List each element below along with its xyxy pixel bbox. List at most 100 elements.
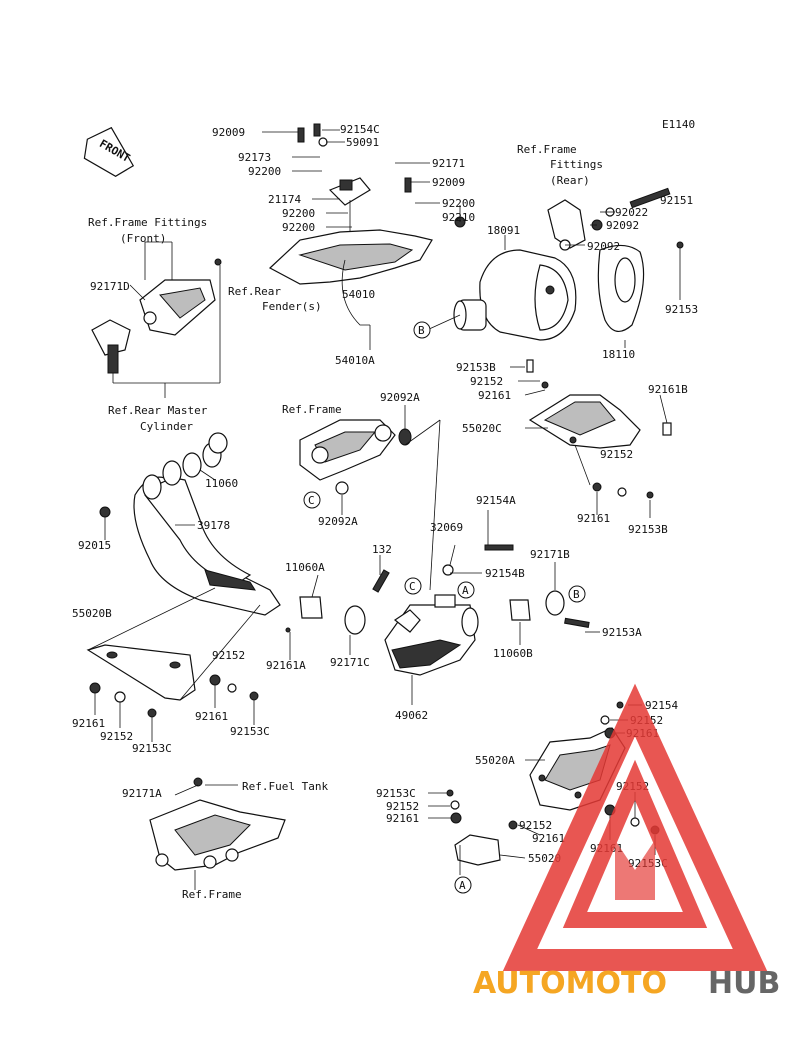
heat-guard-55020c [526, 359, 672, 499]
pre-chamber-49062 [384, 594, 479, 676]
part-label: 92009 [212, 126, 245, 139]
part-label: 92200 [282, 207, 315, 220]
ref-frame-fittings-rear-3: (Rear) [550, 174, 590, 187]
part-label: 92153C [230, 725, 270, 738]
part-label: 92152 [386, 800, 419, 813]
part-label: 11060B [493, 647, 533, 660]
callout-a: A [459, 879, 466, 892]
part-label: 92092 [587, 240, 620, 253]
muffler-assembly [453, 187, 684, 341]
bolt-icon [297, 127, 305, 143]
part-label: 92171 [432, 157, 465, 170]
part-label: 92154C [340, 123, 380, 136]
watermark-text-automoto: AUTOMOTO [473, 966, 667, 1001]
callout-a: A [462, 584, 469, 597]
heat-guard-55020 [454, 834, 501, 866]
part-label: 92161 [532, 832, 565, 845]
front-arrow-icon: FRONT [83, 126, 135, 178]
gasket-11060b [509, 599, 531, 621]
part-label: 92171A [122, 787, 162, 800]
callout-c: C [409, 580, 416, 593]
ref-rear-master-cylinder-2: Cylinder [140, 420, 193, 433]
part-label: 92152 [100, 730, 133, 743]
part-label: 92092 [606, 219, 639, 232]
part-label: 92153B [628, 523, 668, 536]
part-label: 59091 [346, 136, 379, 149]
ref-frame-fittings-front: Ref.Frame Fittings [88, 216, 207, 229]
part-label: 11060 [205, 477, 238, 490]
part-label: 18110 [602, 348, 635, 361]
part-label: 18091 [487, 224, 520, 237]
part-label: 92171C [330, 656, 370, 669]
part-label: 54010A [335, 354, 375, 367]
part-label: 55020A [475, 754, 515, 767]
callout-b: B [573, 588, 580, 601]
ref-frame-bottom: Ref.Frame [182, 888, 242, 901]
part-label: 92153C [376, 787, 416, 800]
part-label: 92161 [577, 512, 610, 525]
leader-lines [87, 129, 681, 890]
part-label: 92152 [519, 819, 552, 832]
part-label: 92009 [432, 176, 465, 189]
callout-c: C [308, 494, 315, 507]
part-label: 54010 [342, 288, 375, 301]
ref-frame-fittings-front-sub: (Front) [120, 232, 166, 245]
part-label: 11060A [285, 561, 325, 574]
part-label: 21174 [268, 193, 301, 206]
part-label: 92154A [476, 494, 516, 507]
part-label: 92154B [485, 567, 525, 580]
part-label: 92152 [212, 649, 245, 662]
ref-fuel-tank: Ref.Fuel Tank [242, 780, 328, 793]
part-label: 92152 [600, 448, 633, 461]
ref-rear-master-cylinder: Ref.Rear Master [108, 404, 208, 417]
part-label: 55020 [528, 852, 561, 865]
part-label: 92200 [248, 165, 281, 178]
part-label: 55020C [462, 422, 502, 435]
part-label: 92161A [266, 659, 306, 672]
part-label: 92171D [90, 280, 130, 293]
part-label: 92153A [602, 626, 642, 639]
rear-master-bracket [91, 258, 222, 374]
ref-rear-fender-2: Fender(s) [262, 300, 322, 313]
part-label: 92092A [318, 515, 358, 528]
part-label: 92022 [615, 206, 648, 219]
part-label: 92152 [470, 375, 503, 388]
ref-rear-fender: Ref.Rear [228, 285, 281, 298]
part-label: 92153C [132, 742, 172, 755]
part-label: 92161 [195, 710, 228, 723]
reference-labels: Ref.Frame Fittings (Front) Ref.Frame Fit… [88, 143, 603, 901]
part-label: 92200 [282, 221, 315, 234]
bolt-icon [313, 123, 321, 137]
frame-bottom-bracket [149, 777, 286, 871]
watermark-text-hub: HUB [708, 966, 780, 1001]
part-label: 92210 [442, 211, 475, 224]
part-label: 92092A [380, 391, 420, 404]
callout-markers: B C C A B A [303, 321, 586, 894]
part-label: 92161 [386, 812, 419, 825]
part-label: 49062 [395, 709, 428, 722]
callout-b: B [418, 324, 425, 337]
part-label: 55020B [72, 607, 112, 620]
part-label: 92161 [478, 389, 511, 402]
exhaust-header-assembly [99, 432, 281, 616]
part-number-labels: 92009 92154C 59091 92173 92200 92171 920… [72, 123, 698, 870]
ref-frame-fittings-rear-2: Fittings [550, 158, 603, 171]
heat-guard-55020b [86, 644, 259, 718]
part-label: 92154 [645, 699, 678, 712]
part-label: 92151 [660, 194, 693, 207]
part-label: 92153 [665, 303, 698, 316]
part-label: 92161B [648, 383, 688, 396]
part-label: 92153B [456, 361, 496, 374]
diagram-code: E1140 [662, 118, 695, 131]
frame-mid-bracket [299, 419, 412, 495]
part-label: 92161 [72, 717, 105, 730]
watermark-logo-icon [502, 683, 768, 971]
part-label: 39178 [197, 519, 230, 532]
seat-bracket-assembly [268, 123, 433, 326]
part-label: 92171B [530, 548, 570, 561]
part-label: 132 [372, 543, 392, 556]
part-label: 92173 [238, 151, 271, 164]
bolt-icon [629, 187, 671, 209]
